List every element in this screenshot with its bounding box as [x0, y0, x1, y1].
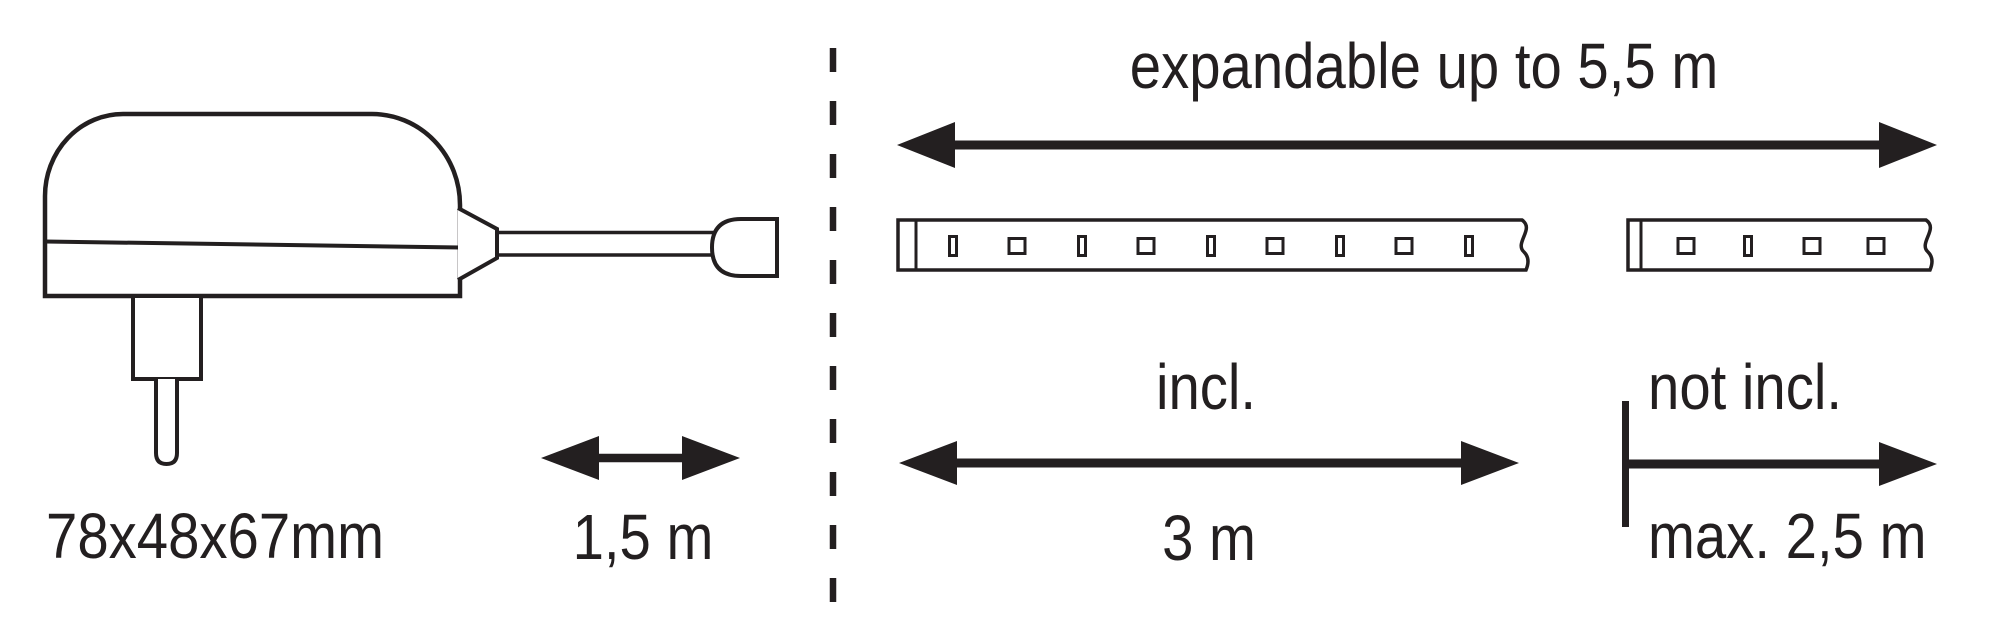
expandable-title: expandable up to 5,5 m [1130, 30, 1719, 102]
cable-length-arrow-icon [541, 436, 740, 480]
expandable-title-group: expandable up to 5,5 m [1130, 30, 1719, 102]
included-label: incl. [1156, 351, 1256, 423]
adapter-seam-line [44, 239, 461, 250]
not-included-label: not incl. [1648, 351, 1842, 423]
connector-plug-drawing [709, 217, 779, 278]
adapter-dimensions-label: 78x48x67mm [46, 500, 384, 572]
extension-length-arrow-icon [1622, 401, 1937, 527]
included-length-label: 3 m [1162, 502, 1256, 574]
max-extension-label: max. 2,5 m [1648, 500, 1926, 572]
included-length-group: 3 m [1162, 502, 1256, 574]
plug-pin-drawing [154, 379, 179, 467]
included-length-arrow-icon [899, 441, 1519, 485]
expandable-range-arrow-icon [897, 122, 1937, 168]
cable-length-label: 1,5 m [573, 501, 714, 573]
included-label-group: incl. [1156, 351, 1256, 423]
cable-strain-relief [457, 206, 499, 282]
not-included-label-group: not incl. [1648, 351, 1842, 423]
adapter-body-outline [42, 111, 463, 299]
led-strip-included-drawing [896, 218, 1530, 272]
cable-length-group: 1,5 m [573, 501, 714, 573]
power-adapter-drawing [42, 111, 779, 467]
adapter-dimensions-group: 78x48x67mm [46, 500, 384, 572]
max-extension-group: max. 2,5 m [1648, 500, 1926, 572]
led-strip-extension-drawing [1626, 218, 1934, 272]
plug-block-drawing [131, 294, 203, 381]
power-cable-drawing [497, 230, 714, 257]
